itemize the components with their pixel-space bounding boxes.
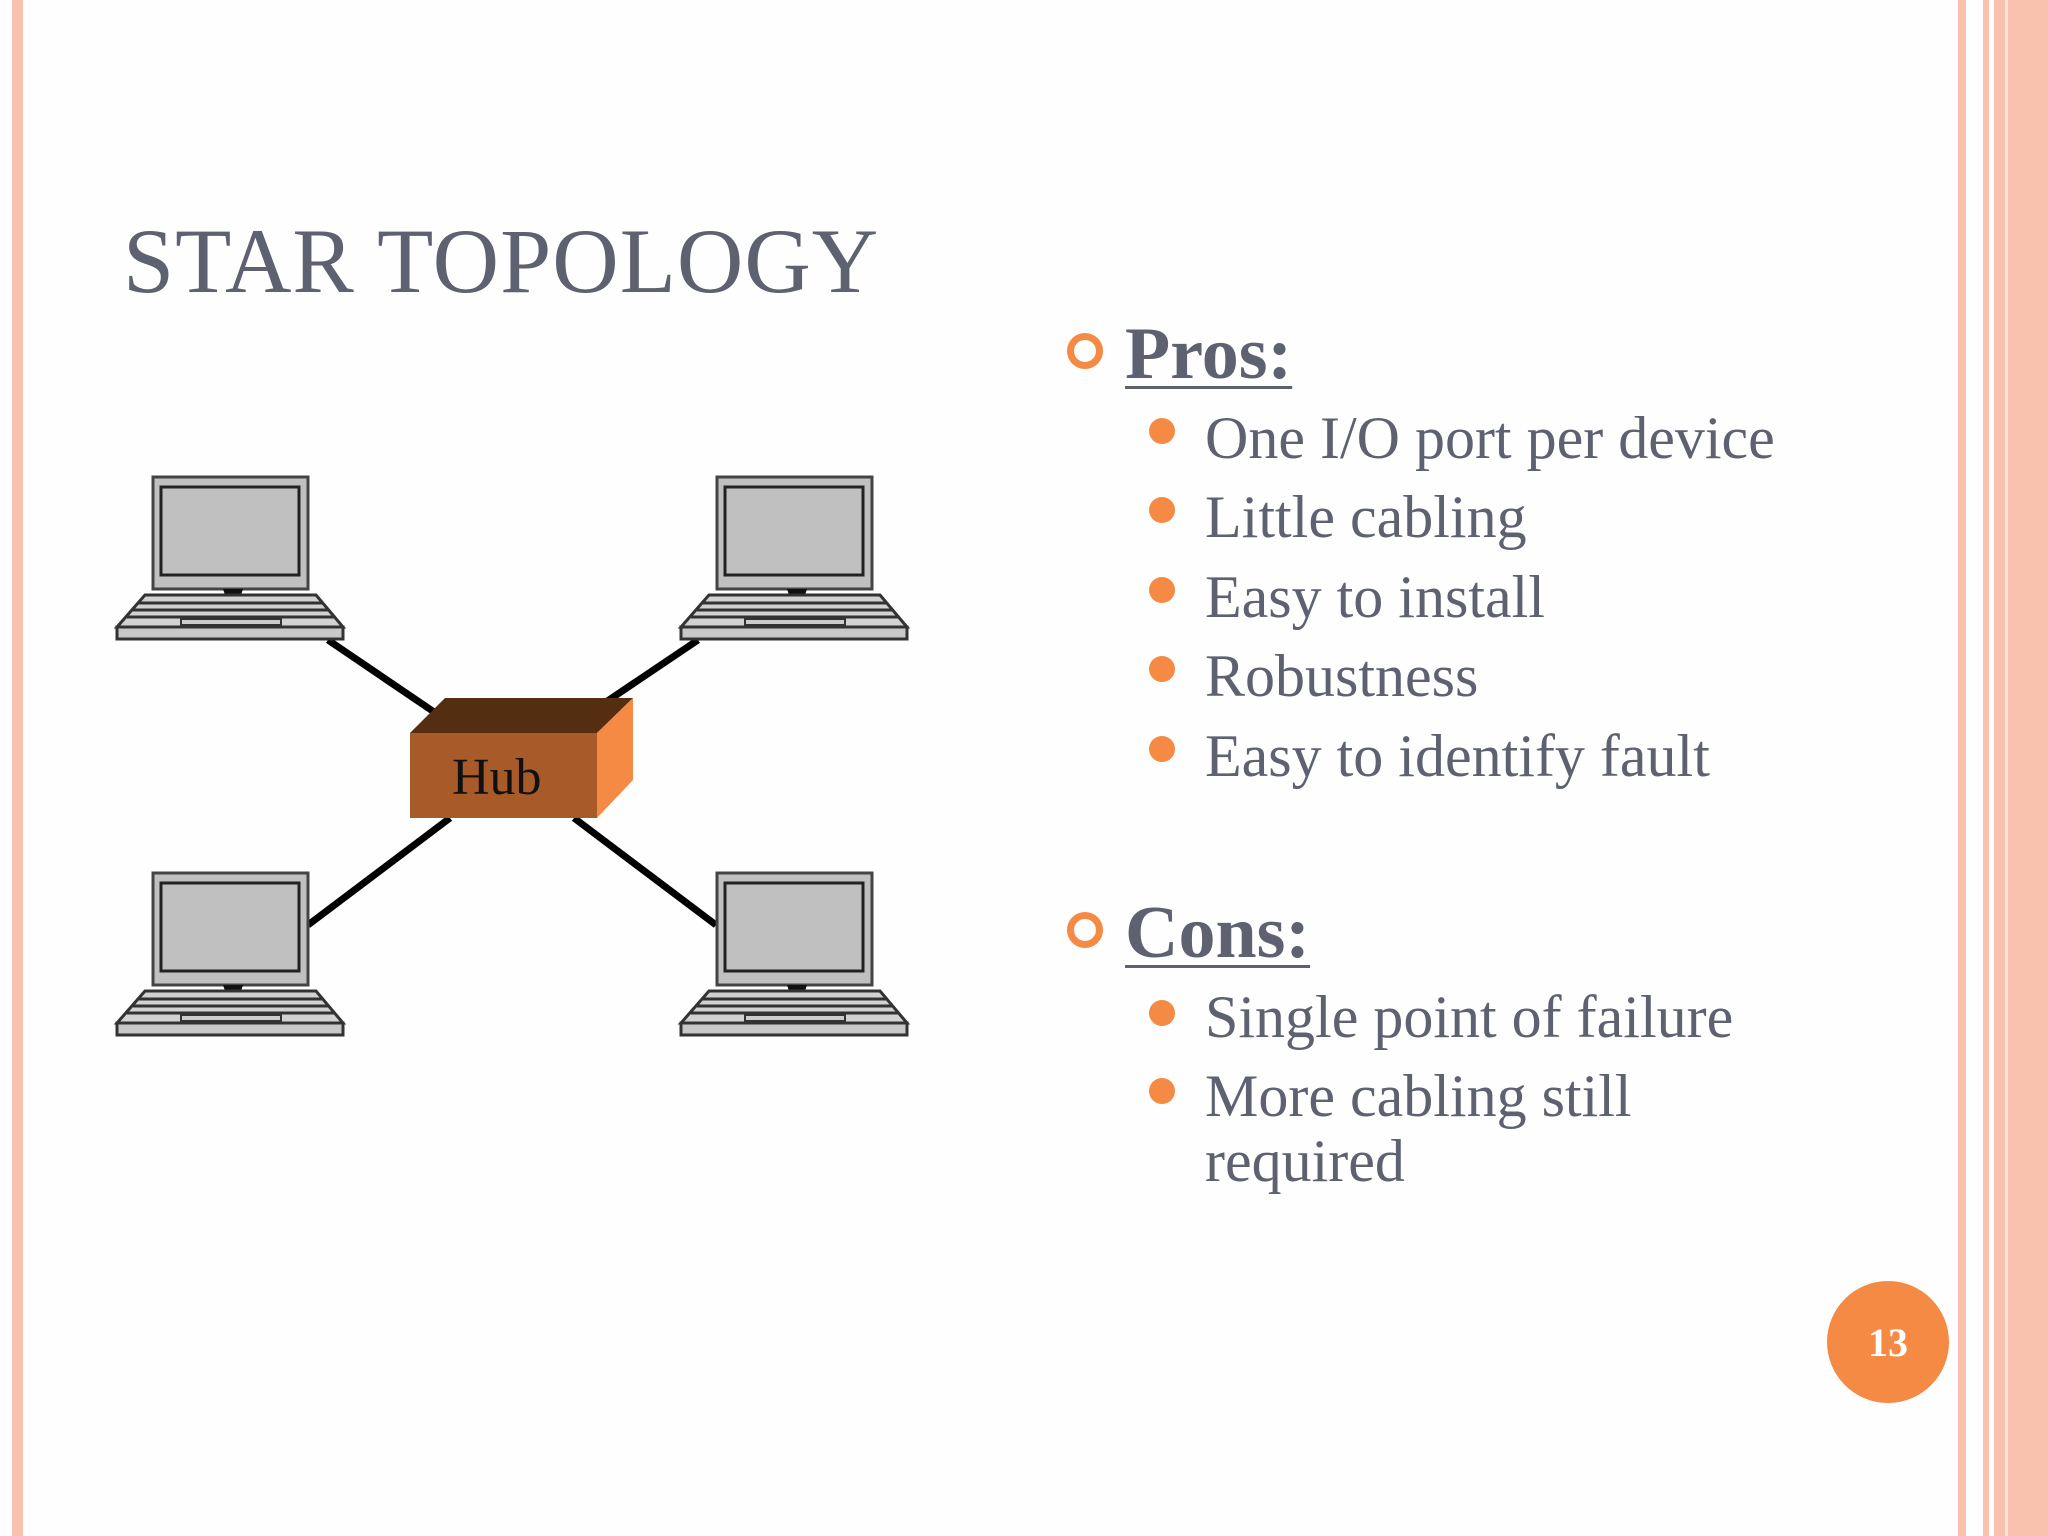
laptop-top-right <box>679 475 909 641</box>
right-border-stripe-2 <box>1983 0 1989 1536</box>
pros-heading: Pros: <box>1125 313 1293 395</box>
laptop-bottom-right <box>679 871 909 1037</box>
dot-bullet-icon <box>1149 497 1175 523</box>
cons-heading: Cons: <box>1125 892 1311 974</box>
pros-item: Robustness <box>1205 643 1479 709</box>
link-bottom-right <box>571 815 719 928</box>
pros-item: Little cabling <box>1205 484 1527 550</box>
right-border-stripe-1 <box>1958 0 1966 1536</box>
dot-bullet-icon <box>1149 656 1175 682</box>
dot-bullet-icon <box>1149 418 1175 444</box>
dot-bullet-icon <box>1149 1078 1175 1104</box>
right-border-gap <box>2005 0 2008 1536</box>
hub-label: Hub <box>452 749 542 806</box>
cons-ring-bullet-icon <box>1067 912 1103 948</box>
dot-bullet-icon <box>1149 736 1175 762</box>
slide-title: STAR TOPOLOGY <box>123 210 880 312</box>
hub-box <box>410 698 633 818</box>
laptop-top-left <box>115 475 345 641</box>
right-border-stripe-3 <box>1994 0 2048 1536</box>
link-bottom-left <box>305 815 453 928</box>
dot-bullet-icon <box>1149 1000 1175 1026</box>
cons-item: Single point of failure <box>1205 984 1734 1050</box>
laptop-bottom-left <box>115 871 345 1037</box>
pros-item: Easy to install <box>1205 564 1545 630</box>
pros-ring-bullet-icon <box>1067 333 1103 369</box>
cons-item-continuation: required <box>1205 1128 1405 1194</box>
left-border-stripe <box>12 0 23 1536</box>
link-top-left <box>326 637 442 719</box>
page-number-badge: 13 <box>1827 1281 1949 1403</box>
pros-item: One I/O port per device <box>1205 405 1775 471</box>
dot-bullet-icon <box>1149 577 1175 603</box>
pros-item: Easy to identify fault <box>1205 723 1710 789</box>
cons-item: More cabling still <box>1205 1063 1632 1129</box>
link-top-right <box>598 637 700 709</box>
